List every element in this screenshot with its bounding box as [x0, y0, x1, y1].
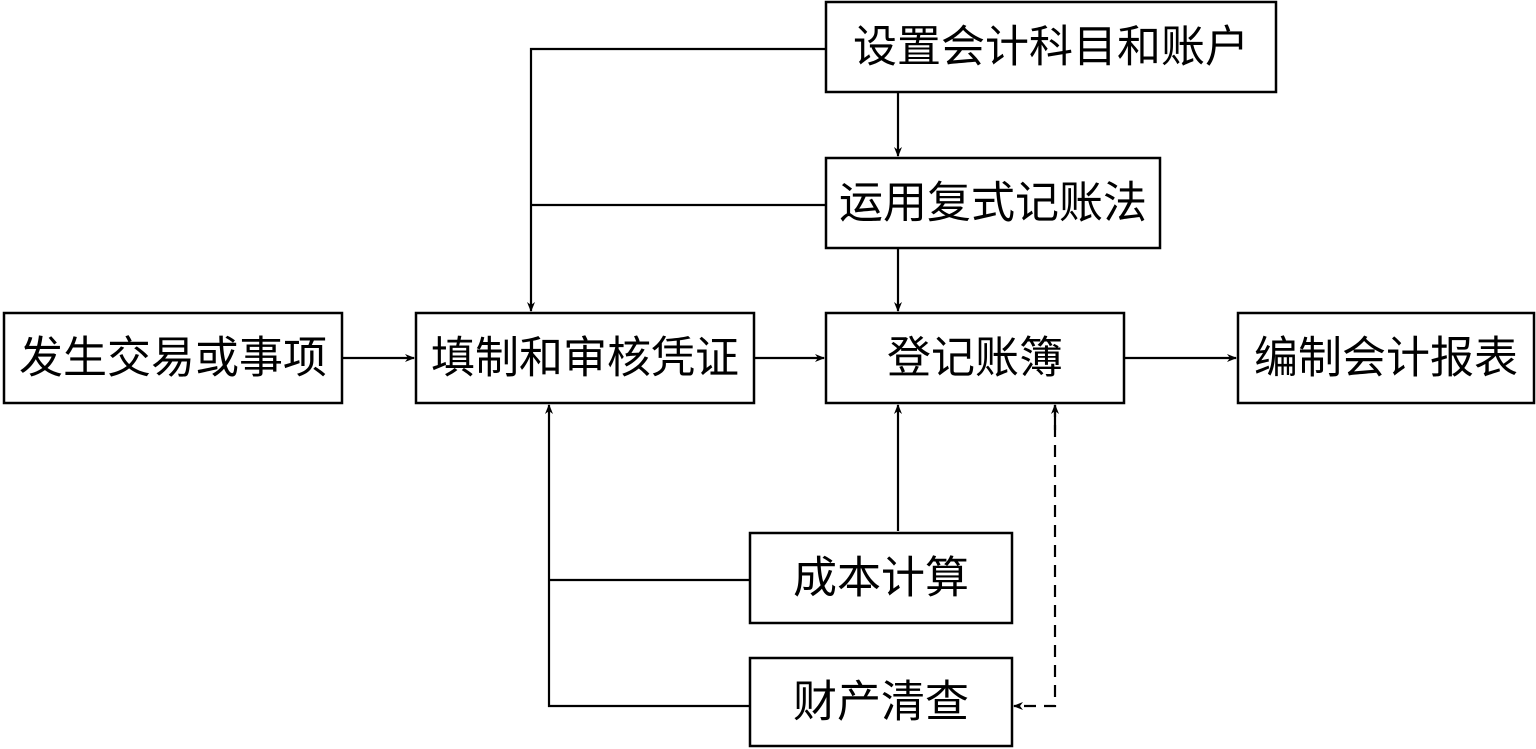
connectors [342, 47, 1237, 710]
node-report-label: 编制会计报表 [1254, 333, 1518, 384]
node-ledger-box [824, 311, 1126, 405]
node-voucher-label: 填制和审核凭证 [431, 333, 739, 384]
node-voucher-box [414, 311, 756, 405]
node-ledger: 登记账簿 [824, 311, 1126, 405]
arrow-costing-inventory-to-voucher [545, 404, 750, 708]
node-voucher: 填制和审核凭证 [414, 311, 756, 405]
node-accounts-box [824, 0, 1278, 94]
node-transaction-box [2, 311, 344, 405]
arrow-accounts-to-voucher [527, 47, 826, 312]
node-inventory-label: 财产清查 [793, 677, 969, 728]
node-costing-box [748, 531, 1014, 625]
node-report-box [1236, 311, 1536, 405]
node-costing: 成本计算 [748, 531, 1014, 625]
node-transaction-label: 发生交易或事项 [19, 333, 327, 384]
node-costing-label: 成本计算 [793, 553, 969, 604]
node-inventory: 财产清查 [748, 656, 1014, 748]
node-inventory-box [748, 656, 1014, 748]
node-ledger-label: 登记账簿 [887, 333, 1063, 384]
node-double-entry-box [824, 156, 1162, 250]
node-accounts-label: 设置会计科目和账户 [853, 22, 1249, 73]
node-accounts: 设置会计科目和账户 [824, 0, 1278, 94]
dashed-arrow-ledger-to-inventory [1013, 405, 1057, 710]
node-double-entry: 运用复式记账法 [824, 156, 1162, 250]
node-double-entry-label: 运用复式记账法 [839, 178, 1147, 229]
node-report: 编制会计报表 [1236, 311, 1536, 405]
node-transaction: 发生交易或事项 [2, 311, 344, 405]
